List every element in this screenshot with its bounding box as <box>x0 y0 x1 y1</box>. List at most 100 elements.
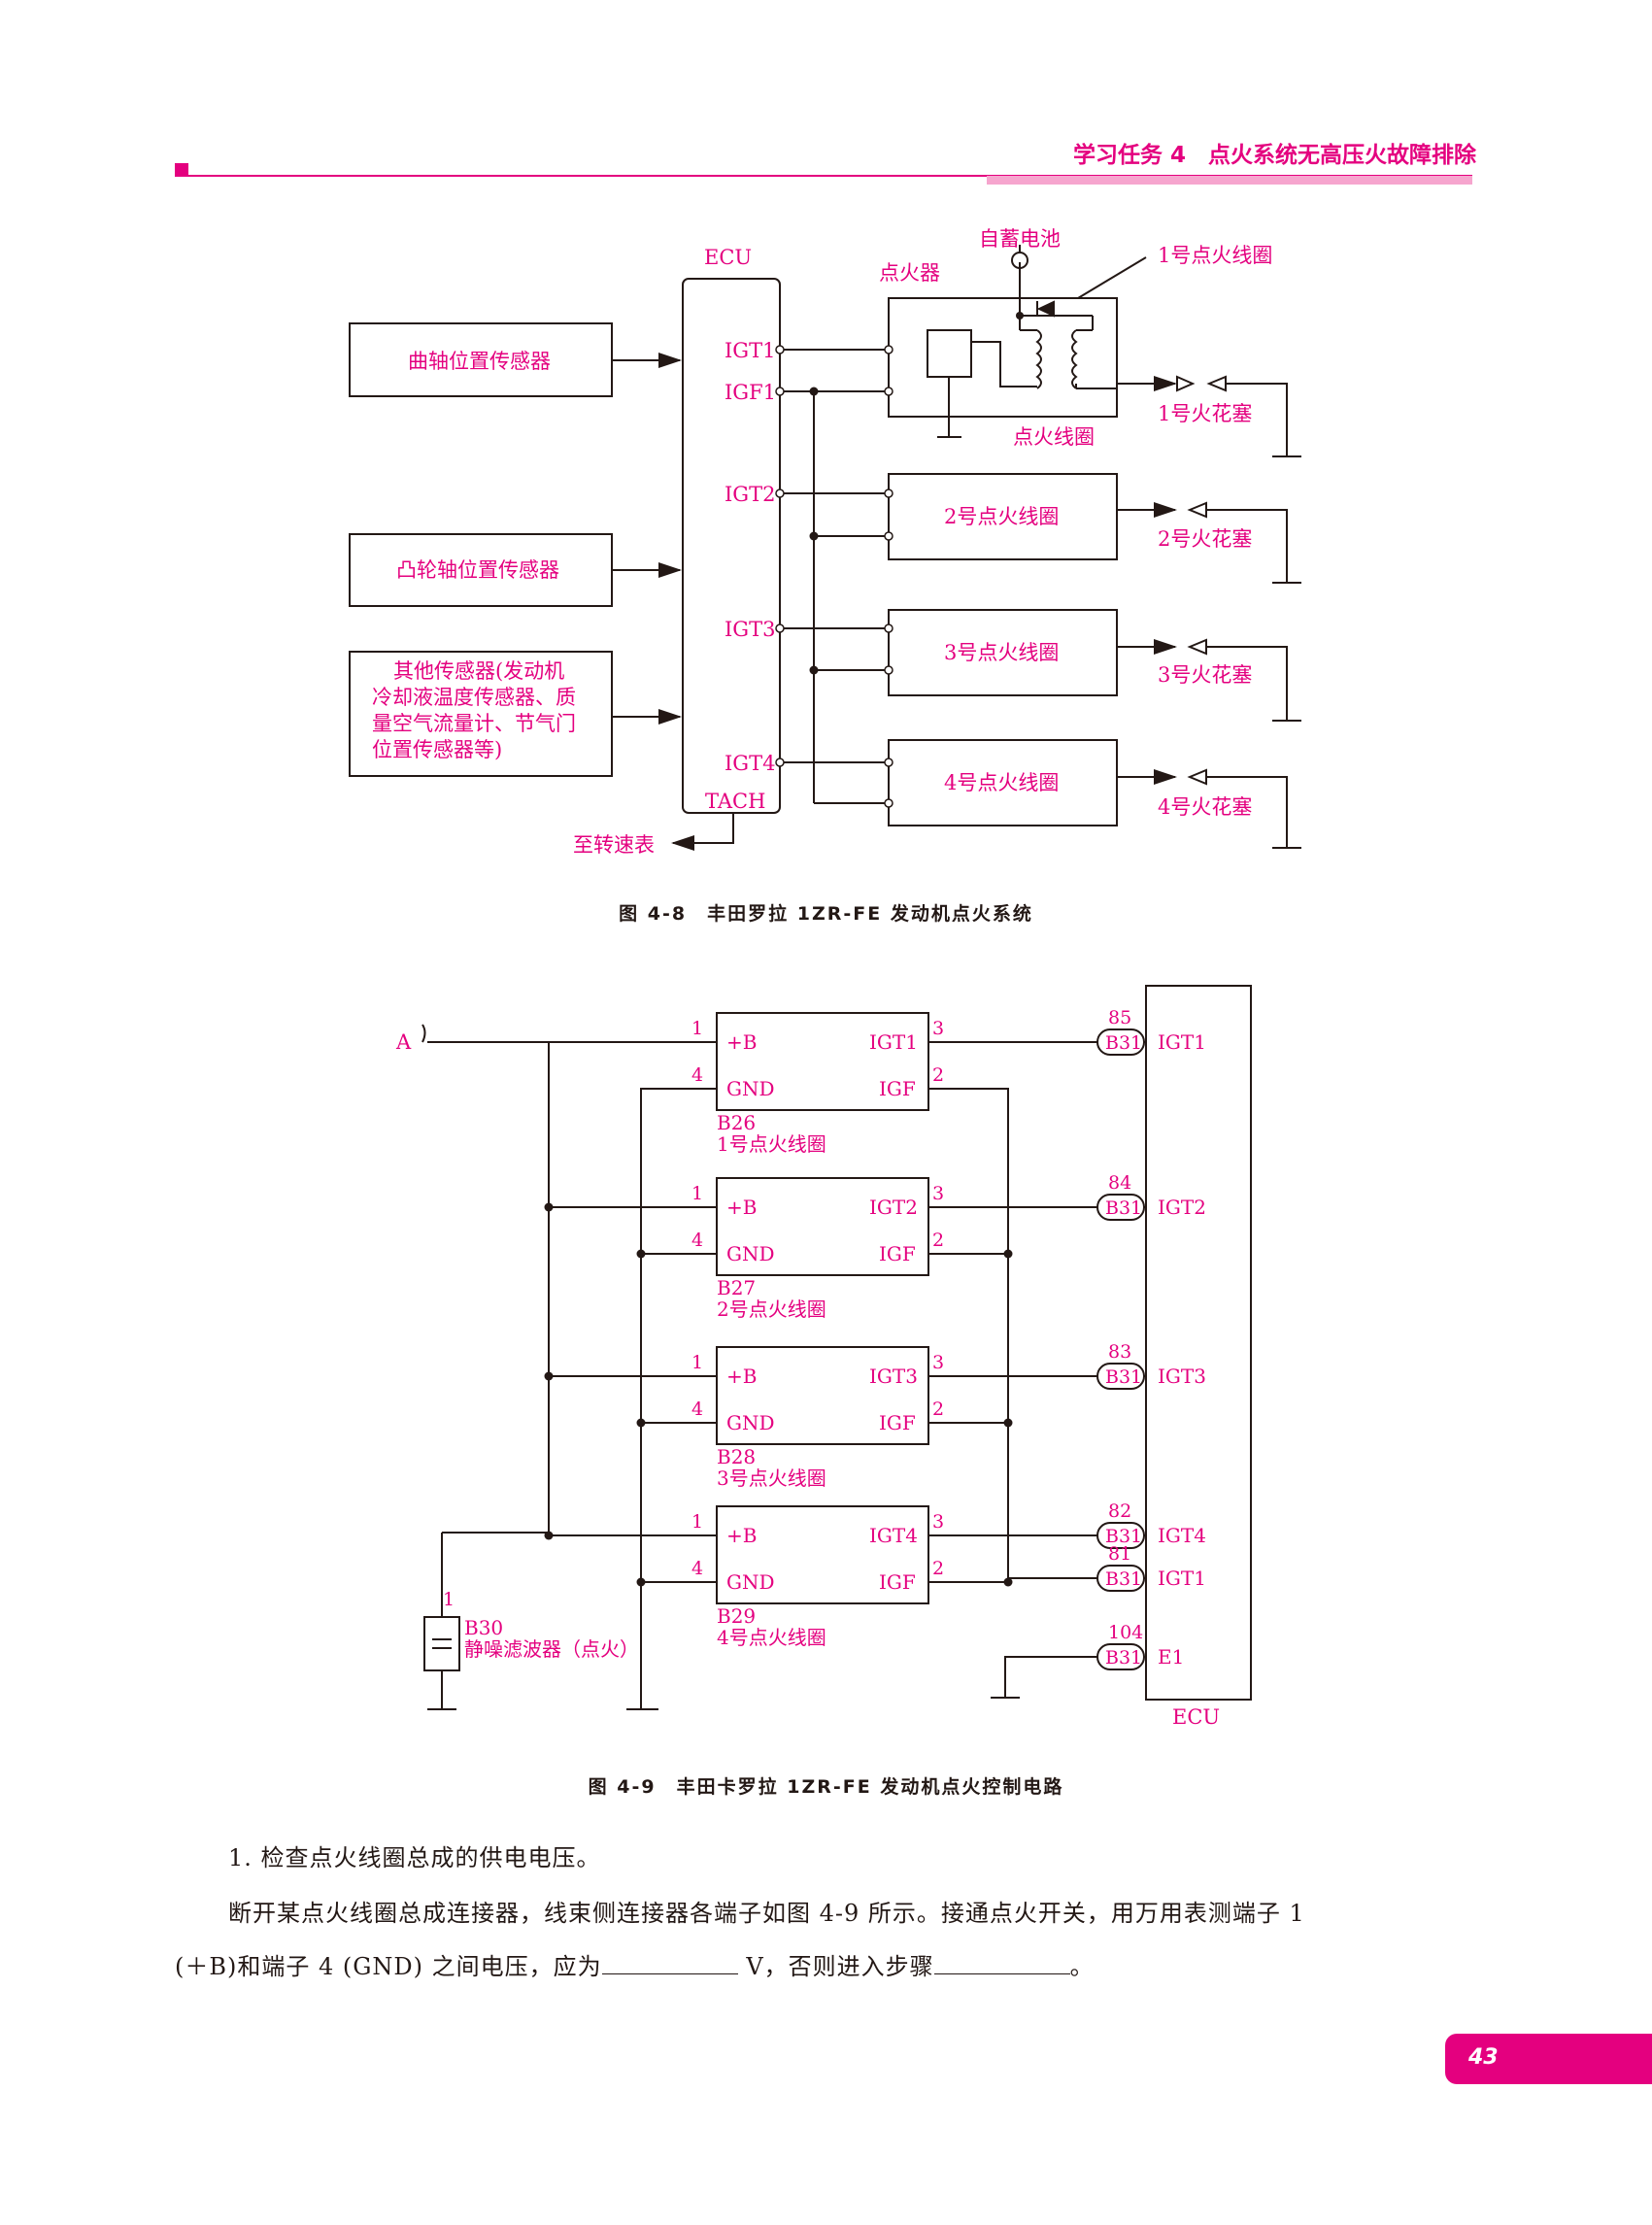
connector-code: B31 <box>1105 1197 1142 1219</box>
fig49-ecu-box <box>1145 985 1252 1701</box>
connector-number: 104 <box>1108 1622 1143 1643</box>
coil-name: 3号点火线圈 <box>717 1466 826 1490</box>
filter-name: 静噪滤波器（点火） <box>464 1637 639 1661</box>
other-sensors-line1: 其他传感器(发动机 <box>393 659 564 683</box>
coil-name: 1号点火线圈 <box>717 1132 826 1156</box>
gnd-terminal-label: GND <box>726 1077 775 1100</box>
answer-blank-step[interactable] <box>933 1952 1070 1974</box>
pin-gnd: 4 <box>691 1558 703 1579</box>
step-1-heading: 1. 检查点火线圈总成的供电电压。 <box>228 1844 601 1871</box>
connector-number: 82 <box>1108 1500 1131 1522</box>
connector-oval <box>1096 1194 1145 1221</box>
pin-b: 1 <box>691 1018 703 1039</box>
instruction-line-1: 断开某点火线圈总成连接器，线束侧连接器各端子如图 4-9 所示。接通点火开关，用… <box>228 1900 1305 1927</box>
coil-3-label: 3号点火线圈 <box>944 641 1059 664</box>
figure-4-8-caption: 图 4-8 丰田罗拉 1ZR-FE 发动机点火系统 <box>619 903 1033 925</box>
igt-terminal-label: IGT1 <box>869 1030 918 1054</box>
ecu-box <box>682 278 781 814</box>
gnd-terminal-label: GND <box>726 1570 775 1594</box>
connector-code: B31 <box>1105 1568 1142 1590</box>
gnd-terminal-label: GND <box>726 1411 775 1434</box>
header-marker <box>175 163 188 177</box>
coil-code: B28 <box>717 1445 756 1468</box>
figure-4-9-diagram: 1432+BGNDIGT1IGFB261号点火线圈1432+BGNDIGT2IG… <box>395 985 1252 1729</box>
instruction-line-2: (＋B)和端子 4 (GND) 之间电压，应为 V，否则进入步骤。 <box>175 1947 1095 1981</box>
fig48-ecu-label: ECU <box>704 246 752 269</box>
gnd-terminal-label: GND <box>726 1242 775 1265</box>
coil-name: 4号点火线圈 <box>717 1626 826 1649</box>
ecu-signal-label: IGT1 <box>1158 1030 1206 1054</box>
pin-b: 1 <box>691 1183 703 1204</box>
pin-gnd: 4 <box>691 1399 703 1420</box>
figure-4-8-diagram: ECU 点火器 自蓄电池 1号点火线圈 点火线圈 曲轴位置传感器 凸轮轴位置传感… <box>349 227 1301 857</box>
pin-igt: 3 <box>932 1511 944 1533</box>
coil-box <box>716 1505 929 1604</box>
instruction-text-c: 。 <box>1069 1953 1095 1980</box>
filter-code: B30 <box>464 1616 503 1639</box>
fig48-igniter-label: 点火器 <box>879 261 940 285</box>
answer-blank-voltage[interactable] <box>601 1952 738 1974</box>
pin-b: 1 <box>691 1352 703 1373</box>
noise-filter-box <box>423 1616 460 1671</box>
connector-oval <box>1096 1028 1145 1056</box>
tach-out-label: 至转速表 <box>573 833 655 857</box>
pin-b: 1 <box>691 1511 703 1533</box>
connector-oval <box>1096 1363 1145 1390</box>
connector-number: 81 <box>1108 1543 1131 1565</box>
header-rule <box>188 175 1472 177</box>
pin-igt3: IGT3 <box>725 618 775 641</box>
coil-4-label: 4号点火线圈 <box>944 771 1059 794</box>
b-terminal-label: +B <box>726 1365 757 1388</box>
connector-code: B31 <box>1105 1032 1142 1054</box>
connector-code: B31 <box>1105 1526 1142 1547</box>
connector-number: 83 <box>1108 1341 1131 1363</box>
igf-terminal-label: IGF <box>879 1570 916 1594</box>
fig49-ecu-label: ECU <box>1172 1705 1220 1729</box>
fig48-coil-label: 点火线圈 <box>1013 425 1095 449</box>
pin-igf: 2 <box>932 1064 944 1086</box>
plug-3-label: 3号火花塞 <box>1158 663 1252 687</box>
figure-4-9-caption: 图 4-9 丰田卡罗拉 1ZR-FE 发动机点火控制电路 <box>588 1776 1064 1798</box>
pin-igt: 3 <box>932 1183 944 1204</box>
coil-box <box>716 1346 929 1445</box>
b-terminal-label: +B <box>726 1030 757 1054</box>
coil-3-box <box>888 609 1118 696</box>
igt-terminal-label: IGT3 <box>869 1365 918 1388</box>
header-title: 学习任务 4 点火系统无高压火故障排除 <box>1072 143 1476 168</box>
ecu-signal-label: IGT2 <box>1158 1196 1206 1219</box>
plug-4-label: 4号火花塞 <box>1158 795 1252 819</box>
ecu-signal-label: IGT4 <box>1158 1524 1206 1547</box>
pin-igf: 2 <box>932 1230 944 1251</box>
ecu-signal-label: E1 <box>1158 1645 1184 1669</box>
pin-gnd: 4 <box>691 1064 703 1086</box>
coil-rows: 1432+BGNDIGT1IGFB261号点火线圈1432+BGNDIGT2IG… <box>544 1007 1206 1670</box>
other-sensors-line4: 位置传感器等) <box>372 738 502 761</box>
plug-2-label: 2号火花塞 <box>1158 527 1252 551</box>
ecu-signal-label: IGT1 <box>1158 1567 1206 1590</box>
coil-4-box <box>888 739 1118 826</box>
coil-code: B27 <box>717 1276 756 1299</box>
coil-code: B26 <box>717 1111 756 1134</box>
pin-igt: 3 <box>932 1018 944 1039</box>
coil-2-box <box>888 473 1118 560</box>
primary-winding <box>1035 329 1042 389</box>
filter-pin: 1 <box>443 1589 455 1610</box>
pin-tach: TACH <box>705 790 765 813</box>
connector-oval <box>1096 1522 1145 1549</box>
page-number-tab: 43 <box>1445 2034 1652 2084</box>
b-terminal-label: +B <box>726 1196 757 1219</box>
pin-igt1: IGT1 <box>725 339 775 362</box>
instruction-text-b: V，否则进入步骤 <box>746 1953 934 1980</box>
page-number: 43 <box>1468 2045 1499 2070</box>
pin-igt: 3 <box>932 1352 944 1373</box>
b-terminal-label: +B <box>726 1524 757 1547</box>
igt-terminal-label: IGT4 <box>869 1524 918 1547</box>
